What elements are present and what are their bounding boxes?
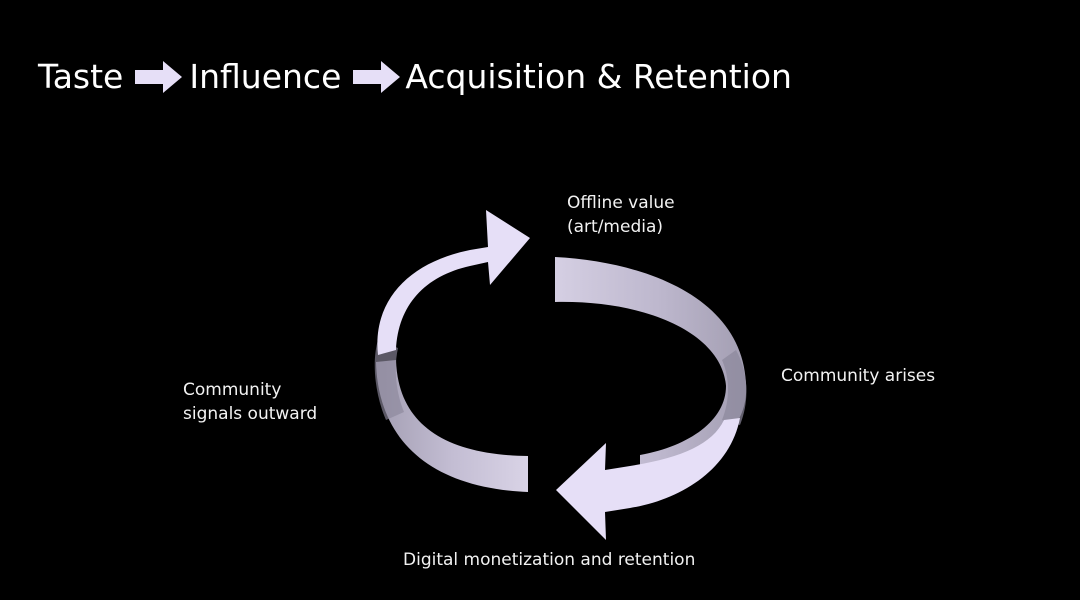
- node-top-line-2: (art/media): [567, 217, 664, 237]
- node-left-line-2: signals outward: [183, 404, 318, 424]
- title-word-acquisition-retention: Acquisition & Retention: [405, 57, 792, 96]
- curved-arrow-icon: [556, 418, 740, 540]
- title-word-influence: Influence: [189, 57, 342, 96]
- node-left-label: Community signals outward: [183, 378, 317, 426]
- node-top-label: Offline value (art/media): [567, 191, 675, 239]
- node-bottom-label: Digital monetization and retention: [403, 550, 696, 570]
- right-ribbon-back: [555, 257, 747, 472]
- right-ribbon-underside: [722, 350, 747, 425]
- curved-arrow-icon: [377, 210, 530, 355]
- node-right-label: Community arises: [781, 366, 936, 386]
- slide-title: Taste Influence Acquisition & Retention: [38, 52, 792, 102]
- title-word-taste: Taste: [38, 57, 124, 96]
- node-left-line-1: Community: [183, 380, 282, 400]
- right-arrow-icon: [135, 61, 183, 93]
- left-ribbon-underside: [374, 340, 404, 420]
- right-arrow-icon: [353, 61, 401, 93]
- node-top-line-1: Offline value: [567, 193, 675, 213]
- left-ribbon-back: [376, 360, 528, 492]
